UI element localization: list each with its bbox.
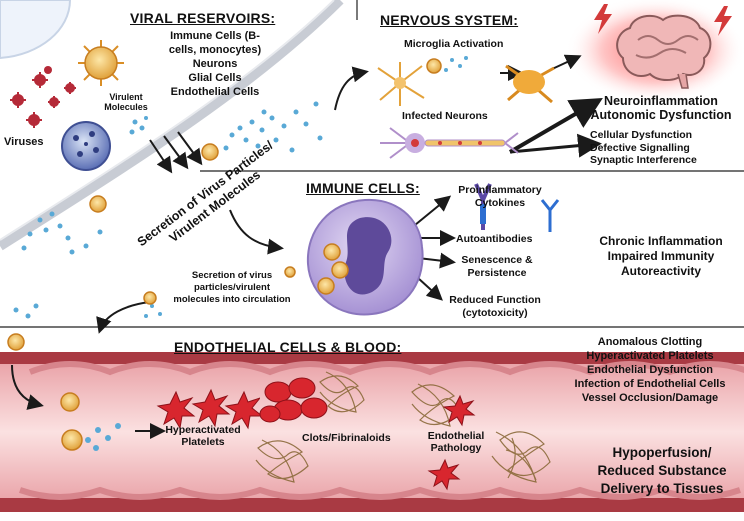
clots-label: Clots/Fibrinaloids: [302, 432, 391, 444]
reservoir-item: cells, monocytes): [168, 44, 262, 56]
antibody-icon: [474, 183, 492, 230]
virus-icon: [61, 121, 111, 171]
label-line: Reduced Function: [449, 294, 541, 306]
outcome-line: Delivery to Tissues: [600, 481, 724, 496]
outcome-line: Impaired Immunity: [607, 249, 715, 263]
outcome-line: Autoreactivity: [620, 264, 702, 278]
section-title-viral-reservoirs: VIRAL RESERVOIRS:: [130, 10, 276, 26]
reservoir-item: Endothelial Cells: [170, 86, 260, 98]
label-line: Cytokines: [474, 197, 526, 209]
antibody-icon: [540, 199, 560, 232]
outcome-line: Endothelial Dysfunction: [587, 364, 713, 376]
infected-neurons-label: Infected Neurons: [402, 110, 488, 122]
virulent-molecules-label: Virulent Molecules: [96, 92, 156, 112]
reservoir-item: Neurons: [192, 58, 238, 70]
autoantibodies-label: Autoantibodies: [456, 233, 533, 245]
outcome-line: Synaptic Interference: [590, 154, 697, 166]
virus-icon: [10, 66, 76, 128]
outcome-line: Infection of Endothelial Cells: [574, 378, 726, 390]
outcome-line: Autonomic Dysfunction: [590, 108, 732, 122]
label-line: Pathology: [430, 442, 482, 454]
clot-icon: [259, 377, 328, 423]
label-line: Platelets: [181, 436, 225, 448]
cell-membrane: [0, 0, 344, 251]
platelet-icon: [156, 388, 260, 430]
outcome-line: Vessel Occlusion/Damage: [581, 392, 719, 404]
outcome-line: Reduced Substance: [597, 463, 727, 478]
label-line: molecules into circulation: [173, 294, 291, 305]
virulent-label-line: Virulent: [109, 92, 143, 102]
lightning-icon: [714, 6, 732, 36]
neuro-outcome-minor: Cellular Dysfunction Defective Signallin…: [590, 129, 697, 167]
section-title-nervous-system: NERVOUS SYSTEM:: [380, 12, 519, 28]
nucleus: [0, 0, 72, 60]
endothelial-outcomes: Anomalous Clotting Hyperactivated Platel…: [556, 335, 744, 405]
outcome-line: Hypoperfusion/: [612, 445, 712, 460]
outcome-line: Neuroinflammation: [604, 94, 718, 108]
viruses-label: Viruses: [4, 136, 44, 148]
microglia-icon: [377, 62, 425, 106]
cytokines-label: Proinflammatory Cytokines: [450, 184, 550, 210]
section-title-endothelial: ENDOTHELIAL CELLS & BLOOD:: [174, 339, 402, 355]
immune-cell-icon: [306, 198, 424, 316]
pathology-label: Endothelial Pathology: [416, 430, 496, 454]
label-line: Hyperactivated: [165, 424, 241, 436]
outcome-line: Cellular Dysfunction: [590, 129, 693, 141]
brain-icon: [616, 14, 712, 89]
virus-icon: [78, 40, 124, 86]
hypoperfusion-label: Hypoperfusion/ Reduced Substance Deliver…: [580, 444, 744, 498]
outcome-line: Defective Signalling: [590, 141, 690, 154]
section-title-immune-cells: IMMUNE CELLS:: [306, 180, 420, 196]
label-line: Proinflammatory: [458, 184, 542, 196]
outcome-line: Chronic Inflammation: [599, 234, 723, 248]
circulation-label: Secretion of virus particles/virulent mo…: [162, 270, 302, 306]
immune-outcomes: Chronic Inflammation Impaired Immunity A…: [578, 234, 744, 279]
microglia-icon: [505, 64, 555, 104]
senescence-label: Senescence & Persistence: [452, 254, 542, 280]
reservoir-item: Glial Cells: [188, 72, 242, 84]
virulent-label-line: Molecules: [104, 102, 148, 112]
label-line: Secretion of virus: [191, 270, 273, 281]
blood-vessel-icon: [0, 352, 744, 512]
platelets-label: Hyperactivated Platelets: [158, 424, 248, 448]
microglia-label: Microglia Activation: [404, 38, 504, 50]
reservoir-list: Immune Cells (B- cells, monocytes) Neuro…: [140, 29, 290, 99]
lightning-icon: [594, 4, 612, 34]
reservoir-item: Immune Cells (B-: [170, 30, 260, 42]
label-line: particles/virulent: [193, 282, 271, 293]
reduced-function-label: Reduced Function (cytotoxicity): [440, 294, 550, 320]
label-line: Endothelial: [427, 430, 485, 442]
neuron-icon: [380, 127, 519, 159]
label-line: Persistence: [467, 267, 527, 279]
neuro-outcome-major: Neuroinflammation Autonomic Dysfunction: [578, 94, 744, 122]
label-line: Senescence &: [461, 254, 533, 266]
label-line: (cytotoxicity): [462, 307, 528, 319]
outcome-line: Anomalous Clotting: [597, 336, 703, 348]
outcome-line: Hyperactivated Platelets: [586, 350, 714, 362]
